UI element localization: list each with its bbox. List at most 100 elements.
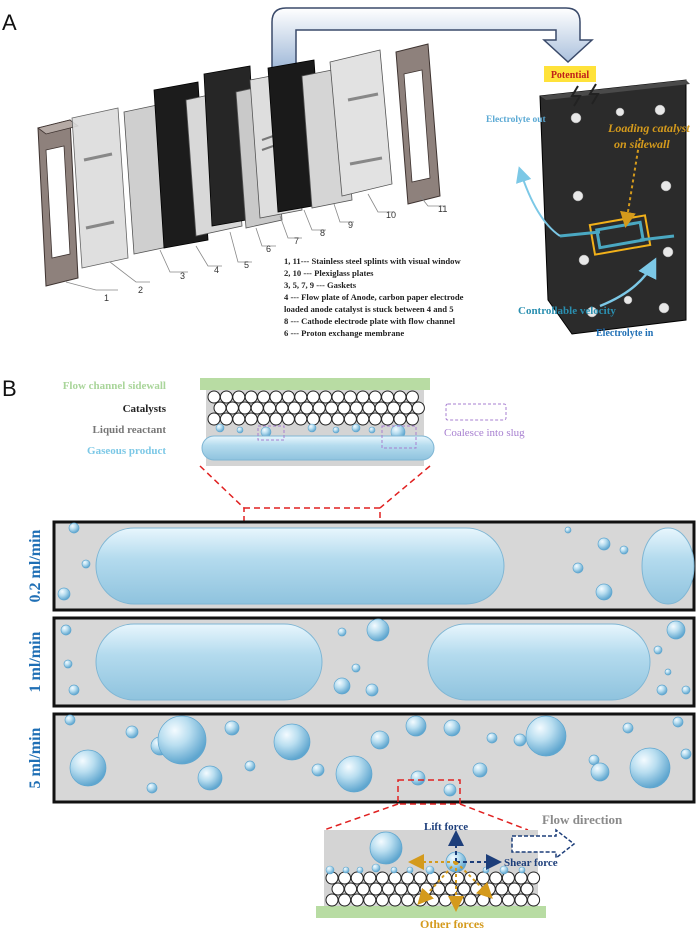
gas-bubble — [356, 866, 364, 874]
stainless-splint-1 — [37, 119, 79, 287]
catalyst-particle — [207, 412, 221, 426]
catalyst-particle — [482, 882, 496, 896]
gas-bubble — [405, 715, 427, 737]
gas-slug — [95, 527, 505, 605]
catalyst-particle — [394, 882, 408, 896]
catalyst-particle — [489, 893, 503, 907]
catalyst-particle — [368, 412, 382, 426]
gas-bubble — [63, 659, 73, 669]
gas-bubble — [337, 627, 347, 637]
gas-slug — [201, 435, 435, 461]
catalyst-particle — [244, 412, 258, 426]
catalyst-particle — [269, 412, 283, 426]
gas-bubble — [366, 618, 390, 642]
catalyst-particle — [407, 882, 421, 896]
catalyst-particle — [375, 871, 389, 885]
gas-bubble — [666, 620, 686, 640]
catalyst-particle — [294, 412, 308, 426]
gas-bubble — [325, 865, 335, 875]
gas-bubble — [335, 755, 373, 793]
catalyst-particle — [464, 871, 478, 885]
loading-catalyst-label: Loading catalyst — [607, 121, 690, 135]
catalyst-particle — [294, 390, 308, 404]
catalyst-particle — [238, 401, 252, 415]
catalyst-particle — [350, 893, 364, 907]
parts-legend-line: 8 --- Cathode electrode plate with flow … — [284, 316, 456, 326]
catalyst-particle — [362, 401, 376, 415]
part-number-2: 2 — [138, 285, 143, 295]
coalesce-box — [381, 425, 417, 449]
catalyst-particle — [325, 401, 339, 415]
part-number-4: 4 — [214, 265, 219, 275]
part-number-11: 11 — [438, 204, 447, 214]
catalyst-particle — [331, 412, 345, 426]
gas-bubble — [368, 426, 376, 434]
gas-bubble — [351, 423, 361, 433]
gas-bubble — [60, 624, 72, 636]
catalyst-particle — [399, 401, 413, 415]
catalyst-particle — [381, 882, 395, 896]
electrolyte-out-label: Electrolyte out — [486, 115, 547, 125]
catalyst-particle — [438, 871, 452, 885]
catalyst-particle — [250, 401, 264, 415]
parts-legend-line: 6 --- Proton exchange membrane — [284, 328, 404, 338]
catalyst-particle — [405, 390, 419, 404]
gas-bubble — [333, 677, 351, 695]
catalyst-particle — [413, 893, 427, 907]
transfer-arrow — [271, 7, 594, 71]
flow-rate-label: 5 ml/min — [27, 727, 44, 788]
gas-bubble — [595, 583, 613, 601]
catalyst-particle — [257, 412, 271, 426]
gas-bubble — [369, 831, 403, 865]
gas-bubble — [664, 668, 672, 676]
sidewall-bar — [316, 906, 546, 918]
gas-bubble — [653, 645, 663, 655]
catalyst-inset — [200, 378, 507, 466]
gas-bubble — [443, 783, 457, 797]
gas-bubble — [390, 866, 398, 874]
catalyst-particle — [312, 401, 326, 415]
catalyst-particle — [300, 401, 314, 415]
catalyst-particle — [413, 871, 427, 885]
gas-bubble — [311, 763, 325, 777]
catalyst-particle — [232, 390, 246, 404]
gas-bubble — [69, 749, 107, 787]
gas-bubble — [672, 716, 684, 728]
zoom-lines-bottom — [323, 779, 529, 831]
panel-b-letter: B — [2, 376, 17, 401]
gas-bubble — [629, 747, 671, 789]
gas-bubble — [619, 545, 629, 555]
catalyst-particle — [457, 882, 471, 896]
part-number-9: 9 — [348, 220, 353, 230]
catalyst-particle — [287, 401, 301, 415]
catalyst-particle — [319, 390, 333, 404]
gas-bubble — [68, 684, 80, 696]
electrolyte-in-label: Electrolyte in — [596, 328, 654, 339]
catalyst-particle — [350, 871, 364, 885]
catalyst-particle — [451, 893, 465, 907]
gas-bubble — [499, 865, 509, 875]
catalyst-particle — [374, 401, 388, 415]
gas-bubble — [681, 685, 691, 695]
gas-bubble — [157, 715, 207, 765]
plexiglass-plate-2 — [71, 107, 129, 269]
part-number-5: 5 — [244, 260, 249, 270]
gas-slug — [427, 623, 651, 701]
flow-direction-label: Flow direction — [542, 812, 623, 827]
catalyst-particle — [281, 412, 295, 426]
force-inset — [316, 828, 576, 918]
gas-bubble — [406, 866, 414, 874]
gas-bubble — [370, 730, 390, 750]
catalyst-particle — [331, 390, 345, 404]
catalyst-particle — [368, 390, 382, 404]
gas-bubble — [472, 762, 488, 778]
gas-bubble — [57, 587, 71, 601]
other-forces-label: Other forces — [420, 917, 484, 930]
gas-bubble — [332, 426, 340, 434]
gas-bubble — [371, 863, 381, 873]
catalyst-particle — [344, 882, 358, 896]
other-force-arrow — [455, 861, 493, 899]
gas-bubble — [482, 866, 490, 874]
part-numbers: 1 2 3 4 5 6 7 8 9 10 11 — [104, 204, 447, 303]
gas-bubble — [365, 683, 379, 697]
